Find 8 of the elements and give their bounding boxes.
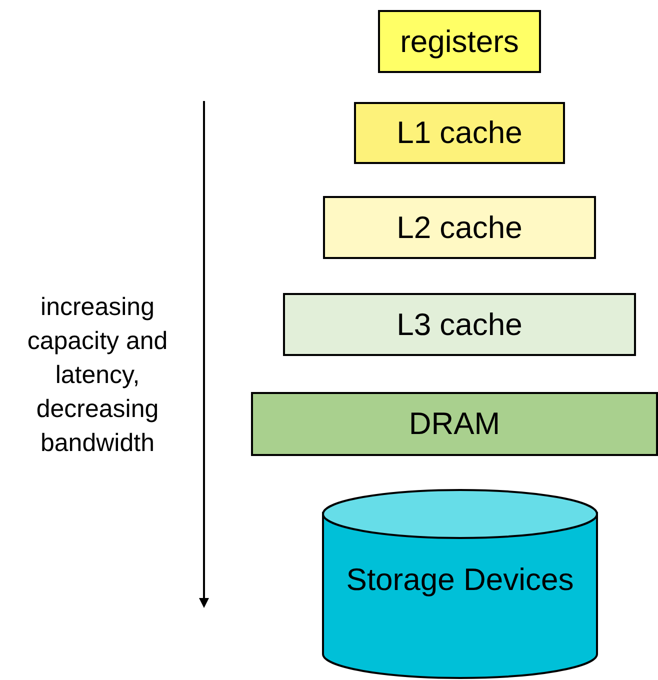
axis-note: increasing capacity and latency, decreasing bandwidth (26, 292, 169, 459)
storage-cylinder (322, 489, 598, 679)
node-label: Storage Devices (345, 561, 575, 599)
memory-level-box: L3 cache (283, 293, 636, 356)
memory-level-box: L2 cache (323, 196, 596, 259)
memory-level-box: L1 cache (354, 102, 565, 164)
memory-level-box: DRAM (251, 392, 658, 456)
memory-level-box: registers (378, 10, 541, 73)
